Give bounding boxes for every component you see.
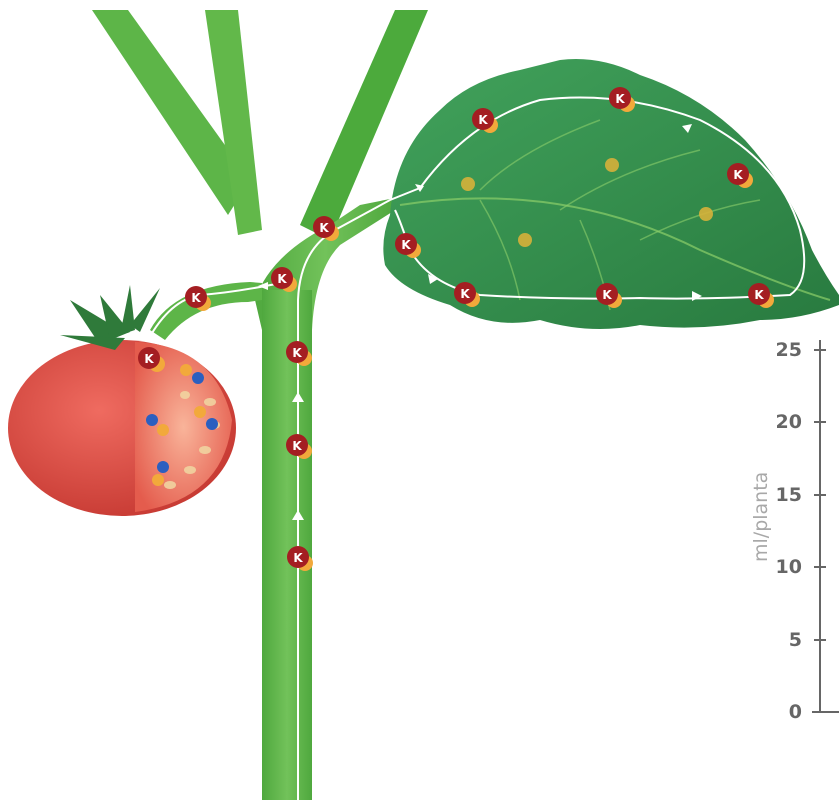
y-axis-title: ml/planta	[750, 472, 772, 562]
fruit-branch	[150, 282, 262, 340]
k-label: K	[615, 92, 625, 106]
k-label: K	[292, 346, 302, 360]
y-tick-label: 25	[762, 340, 802, 360]
k-label: K	[754, 288, 764, 302]
k-label: K	[191, 291, 201, 305]
k-label: K	[293, 551, 303, 565]
k-label: K	[292, 439, 302, 453]
k-label: K	[401, 238, 411, 252]
k-label: K	[144, 352, 154, 366]
tomato-calyx	[60, 285, 160, 350]
y-tick-label: 20	[762, 412, 802, 432]
k-label: K	[602, 288, 612, 302]
k-label: K	[277, 272, 287, 286]
k-label: K	[319, 221, 329, 235]
stem-trunk	[262, 290, 312, 800]
y-tick-label: 0	[762, 702, 802, 722]
y-tick-label: 5	[762, 630, 802, 650]
k-label: K	[460, 287, 470, 301]
k-label: K	[733, 168, 743, 182]
k-label: K	[478, 113, 488, 127]
y-axis	[812, 340, 839, 712]
tomato-fruit	[8, 285, 236, 516]
